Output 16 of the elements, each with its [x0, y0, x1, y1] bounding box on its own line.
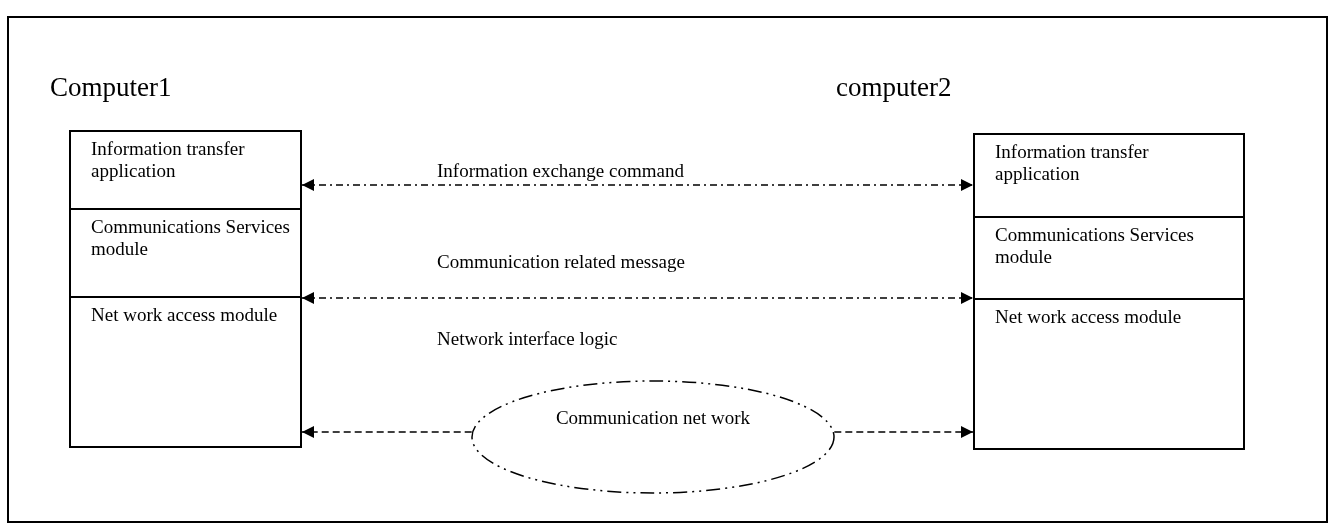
computer-heading: computer2 — [836, 72, 952, 103]
arrow — [833, 426, 974, 438]
arrow — [301, 179, 974, 191]
module-box: Communications Services module — [69, 208, 302, 298]
edge-label: Information exchange command — [437, 160, 684, 182]
module-box: Information transfer application — [69, 130, 302, 210]
network-ellipse — [471, 380, 835, 494]
module-box: Net work access module — [973, 298, 1245, 450]
arrow — [301, 292, 974, 304]
node-label: Communication net work — [554, 407, 752, 429]
module-box: Information transfer application — [973, 133, 1245, 218]
computer-heading: Computer1 — [50, 72, 172, 103]
module-box: Communications Services module — [973, 216, 1245, 300]
arrow — [301, 426, 473, 438]
module-box: Net work access module — [69, 296, 302, 448]
layer-label: Network interface logic — [437, 328, 618, 350]
